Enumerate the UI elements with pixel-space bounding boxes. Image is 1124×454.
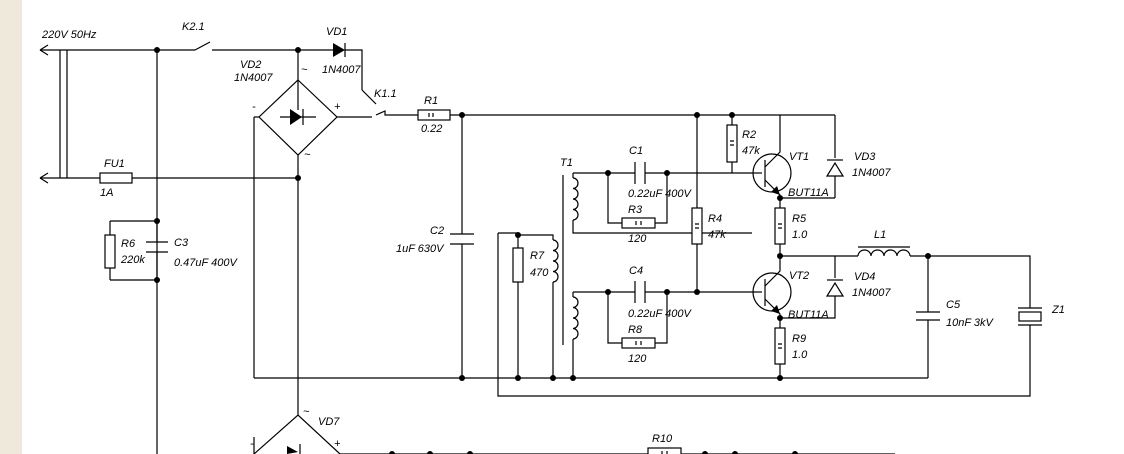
vd4-part: 1N4007 xyxy=(852,287,891,299)
vd7-plus: + xyxy=(334,438,341,450)
r10-resistor xyxy=(647,447,682,454)
l1-inductor xyxy=(857,246,911,257)
mains-label: 220V 50Hz xyxy=(41,29,97,41)
vd3-diode xyxy=(825,159,845,177)
c4-value: 0.22uF 400V xyxy=(628,308,692,320)
k11-label: K1.1 xyxy=(374,88,397,100)
r9-value: 1.0 xyxy=(792,349,808,361)
r10-label: R10 xyxy=(652,433,673,445)
labels: 220V 50Hz K2.1 VD1 1N4007 VD2 1N4007 K1.… xyxy=(41,21,1065,450)
vd7-label: VD7 xyxy=(318,416,340,428)
r8-resistor xyxy=(621,337,656,349)
c1-label: C1 xyxy=(629,145,643,157)
z1-element xyxy=(1018,307,1042,326)
vd2-ac-top: ~ xyxy=(301,64,308,76)
c4-capacitor xyxy=(634,281,646,303)
vd2-minus: - xyxy=(252,101,256,113)
r2-label: R2 xyxy=(742,129,756,141)
junction-dots xyxy=(154,47,931,454)
t1-label: T1 xyxy=(560,157,573,169)
c1-value: 0.22uF 400V xyxy=(628,188,692,200)
vd4-label: VD4 xyxy=(854,271,875,283)
r5-value: 1.0 xyxy=(792,229,808,241)
r1-value: 0.22 xyxy=(421,123,442,135)
fu1-fuse xyxy=(99,172,133,184)
r2-value: 47k xyxy=(742,145,760,157)
vt2-label: VT2 xyxy=(789,270,809,282)
r8-label: R8 xyxy=(628,324,643,336)
r5-resistor xyxy=(774,207,786,245)
vd3-part: 1N4007 xyxy=(852,167,891,179)
l1-label: L1 xyxy=(874,229,886,241)
vd2-label: VD2 xyxy=(240,59,261,71)
left-edge-strip xyxy=(0,0,22,454)
r6-value: 220k xyxy=(120,254,145,266)
vd1-diode xyxy=(330,43,346,57)
vt2-transistor xyxy=(752,272,792,314)
r7-resistor xyxy=(512,247,524,283)
c2-capacitor xyxy=(450,233,474,245)
r4-resistor xyxy=(691,207,703,245)
t1-transformer xyxy=(552,175,579,345)
c5-value: 10nF 3kV xyxy=(946,317,995,329)
vd2-bridge xyxy=(254,79,372,156)
vt2-part: BUT11A xyxy=(788,309,829,321)
k21-label: K2.1 xyxy=(182,21,205,33)
vd7-minus: - xyxy=(250,438,254,450)
c2-label: C2 xyxy=(430,225,444,237)
fu1-label: FU1 xyxy=(104,158,125,170)
r1-label: R1 xyxy=(424,95,438,107)
r7-label: R7 xyxy=(530,250,545,262)
r8-value: 120 xyxy=(628,353,647,365)
c3-label: C3 xyxy=(174,237,189,249)
vt1-transistor xyxy=(752,153,792,195)
vd7-bridge xyxy=(253,414,341,454)
vd4-diode xyxy=(825,279,845,297)
r3-value: 120 xyxy=(628,233,647,245)
fu1-value: 1A xyxy=(100,187,113,199)
r1-resistor xyxy=(417,109,451,121)
vd2-plus: + xyxy=(334,101,341,113)
z1-label: Z1 xyxy=(1051,304,1065,316)
r9-resistor xyxy=(774,327,786,365)
r7-value: 470 xyxy=(530,267,549,279)
vt1-label: VT1 xyxy=(789,151,809,163)
vd3-label: VD3 xyxy=(854,151,876,163)
r5-label: R5 xyxy=(792,213,807,225)
vt1-part: BUT11A xyxy=(788,187,829,199)
r6-resistor xyxy=(104,234,116,269)
vd1-part: 1N4007 xyxy=(322,64,361,76)
c1-capacitor xyxy=(634,162,646,184)
c2-value: 1uF 630V xyxy=(396,243,445,255)
c3-capacitor xyxy=(146,241,168,253)
vd1-label: VD1 xyxy=(326,26,347,38)
vd2-ac-bottom: ~ xyxy=(304,149,311,161)
vd2-part: 1N4007 xyxy=(234,72,273,84)
r9-label: R9 xyxy=(792,333,806,345)
c4-label: C4 xyxy=(629,265,643,277)
c5-capacitor xyxy=(916,311,940,321)
c5-label: C5 xyxy=(946,299,961,311)
wires xyxy=(39,41,1031,454)
vd7-ac: ~ xyxy=(303,406,310,418)
r4-label: R4 xyxy=(708,213,722,225)
r3-label: R3 xyxy=(628,204,643,216)
r3-resistor xyxy=(621,217,656,229)
r4-value: 47k xyxy=(708,229,726,241)
r6-label: R6 xyxy=(121,238,136,250)
r2-resistor xyxy=(726,124,738,163)
c3-value: 0.47uF 400V xyxy=(174,257,238,269)
